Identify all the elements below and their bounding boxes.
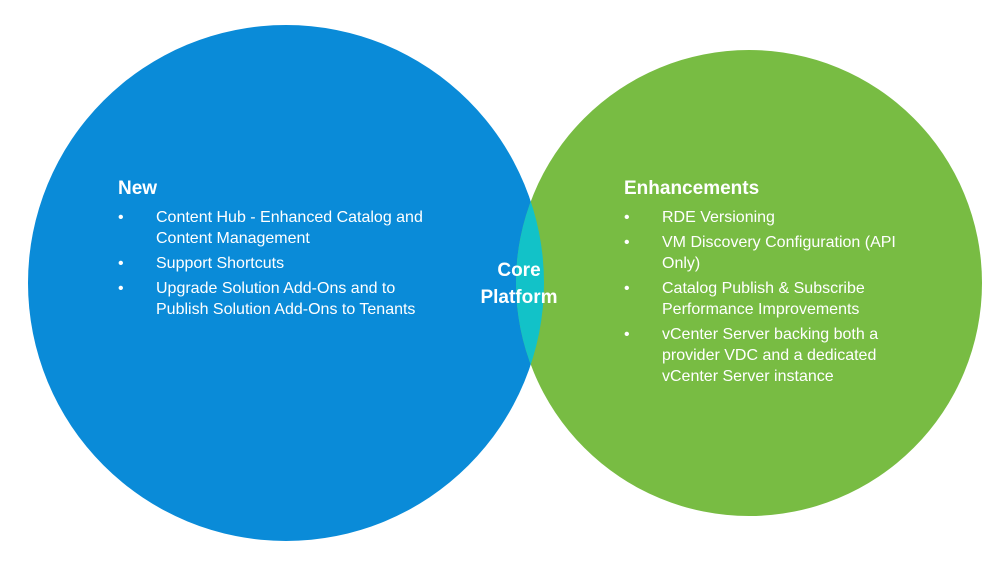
bullet-icon: • (118, 209, 124, 226)
list-item: • Upgrade Solution Add-Ons and to Publish… (118, 278, 448, 320)
core-platform-label: Core Platform (456, 257, 582, 311)
new-list: • Content Hub - Enhanced Catalog and Cont… (118, 207, 448, 320)
list-item-text: Support Shortcuts (156, 255, 285, 272)
bullet-icon: • (624, 280, 630, 297)
enhancements-list: • RDE Versioning • VM Discovery Configurat… (624, 207, 934, 387)
list-item: • Support Shortcuts (118, 253, 448, 274)
enhancements-panel: Enhancements • RDE Versioning • VM Discove… (624, 177, 934, 391)
list-item-text: VM Discovery Configuration (API Only) (662, 234, 896, 272)
list-item: • vCenter Server backing both a provider … (624, 324, 934, 387)
list-item: • Content Hub - Enhanced Catalog and Cont… (118, 207, 448, 249)
core-label-line2: Platform (480, 287, 558, 308)
core-label-line1: Core (497, 260, 541, 281)
list-item: • VM Discovery Configuration (API Only) (624, 232, 934, 274)
list-item-text: Content Hub - Enhanced Catalog and Conte… (156, 209, 423, 247)
enhancements-title: Enhancements (624, 178, 760, 199)
list-item-text: Upgrade Solution Add-Ons and to Publish … (156, 280, 416, 318)
bullet-icon: • (624, 209, 630, 226)
bullet-icon: • (118, 255, 124, 272)
new-panel: New • Content Hub - Enhanced Catalog and … (118, 177, 448, 324)
bullet-icon: • (624, 234, 630, 251)
list-item-text: vCenter Server backing both a provider V… (662, 326, 879, 385)
new-title: New (118, 178, 158, 199)
bullet-icon: • (624, 326, 630, 343)
right-circle (516, 50, 982, 516)
list-item: • Catalog Publish & Subscribe Performance… (624, 278, 934, 320)
list-item: • RDE Versioning (624, 207, 934, 228)
list-item-text: Catalog Publish & Subscribe Performance … (662, 280, 865, 318)
left-circle (28, 25, 544, 541)
list-item-text: RDE Versioning (662, 209, 775, 226)
bullet-icon: • (118, 280, 124, 297)
